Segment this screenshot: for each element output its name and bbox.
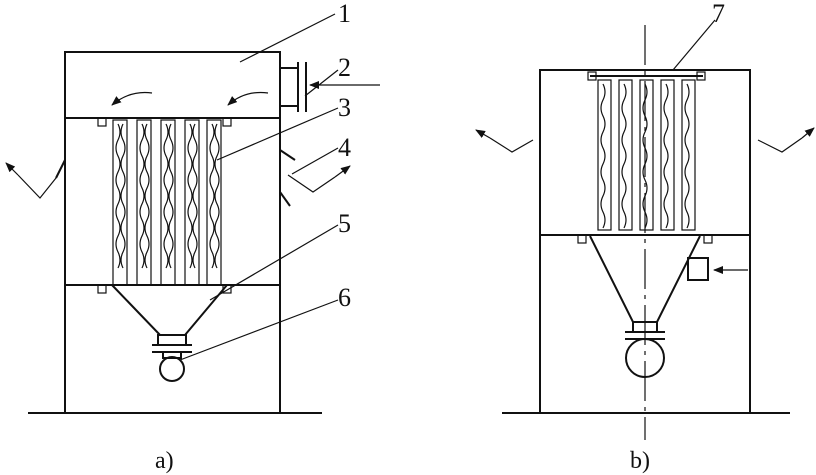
valve-neck-a bbox=[157, 334, 187, 346]
bag-wave bbox=[120, 123, 126, 269]
caption-a: a) bbox=[155, 448, 174, 474]
diagram-a: 1 2 3 4 5 6 a) bbox=[5, 0, 380, 474]
label-2: 2 bbox=[338, 53, 351, 82]
filter-bags-b bbox=[597, 79, 696, 231]
filter-bag bbox=[160, 119, 176, 286]
leader-4 bbox=[291, 147, 339, 175]
filter-bag bbox=[660, 79, 675, 231]
filter-bags-a bbox=[112, 119, 222, 286]
outlet-arrow-left-b bbox=[475, 129, 491, 139]
label-3: 3 bbox=[338, 93, 351, 122]
outlet-path-left-a bbox=[17, 174, 57, 199]
bag-wave bbox=[214, 123, 220, 269]
bag-wave bbox=[115, 123, 121, 269]
label-1: 1 bbox=[338, 0, 351, 28]
outlet-path-left-b bbox=[489, 137, 534, 153]
leader-2 bbox=[304, 69, 339, 97]
bag-wave bbox=[168, 123, 174, 269]
filter-bag bbox=[639, 79, 654, 231]
outlet-path-right-a bbox=[287, 174, 336, 193]
housing-a bbox=[64, 51, 281, 414]
bag-wave bbox=[163, 123, 169, 269]
leader-1 bbox=[239, 13, 336, 63]
bag-wave bbox=[144, 123, 150, 269]
outlet-arrow-right-a bbox=[334, 165, 351, 178]
filter-bag bbox=[597, 79, 612, 231]
rotary-valve-a bbox=[159, 356, 185, 382]
bag-wave bbox=[209, 123, 215, 269]
outlet-stub-right-a bbox=[279, 149, 296, 161]
filter-bag bbox=[681, 79, 696, 231]
bag-wave bbox=[192, 123, 198, 269]
hopper-a bbox=[111, 284, 228, 336]
bag-wave bbox=[600, 83, 606, 229]
outlet-path-right-b bbox=[757, 137, 803, 153]
clip bbox=[577, 234, 587, 244]
inlet-pipe-a bbox=[279, 67, 299, 107]
label-7: 7 bbox=[712, 0, 725, 28]
label-6: 6 bbox=[338, 283, 351, 312]
label-5: 5 bbox=[338, 209, 351, 238]
bag-wave bbox=[187, 123, 193, 269]
outlet-arrow-left-a bbox=[5, 162, 19, 176]
label-4: 4 bbox=[338, 133, 351, 162]
flow-arrow bbox=[111, 91, 153, 106]
bag-wave bbox=[139, 123, 145, 269]
filter-bag bbox=[618, 79, 633, 231]
outlet-stub-left-a bbox=[55, 159, 66, 179]
outlet-arrow-right-b bbox=[801, 127, 815, 139]
filter-bag bbox=[136, 119, 152, 286]
filter-bag bbox=[206, 119, 222, 286]
clip bbox=[587, 71, 597, 81]
inlet-pipe-b bbox=[687, 257, 709, 281]
flow-arrow bbox=[227, 91, 269, 106]
clip bbox=[703, 234, 713, 244]
clip bbox=[97, 117, 107, 127]
leader-5 bbox=[209, 224, 339, 301]
filter-bag bbox=[112, 119, 128, 286]
housing-b bbox=[539, 69, 751, 414]
bag-wave bbox=[663, 83, 669, 229]
diagram-b: 7 b) bbox=[475, 0, 815, 474]
outlet-stub-right-a bbox=[279, 191, 291, 207]
clip bbox=[696, 71, 706, 81]
bag-wave bbox=[684, 83, 690, 229]
bag-wave bbox=[642, 83, 648, 229]
filter-bag bbox=[184, 119, 200, 286]
leader-3 bbox=[216, 107, 339, 161]
rotary-valve-b bbox=[625, 338, 665, 378]
leader-7 bbox=[672, 19, 716, 71]
clip bbox=[97, 284, 107, 294]
caption-b: b) bbox=[630, 448, 650, 474]
bag-wave bbox=[621, 83, 627, 229]
leader-6 bbox=[179, 299, 339, 361]
clip bbox=[222, 117, 232, 127]
